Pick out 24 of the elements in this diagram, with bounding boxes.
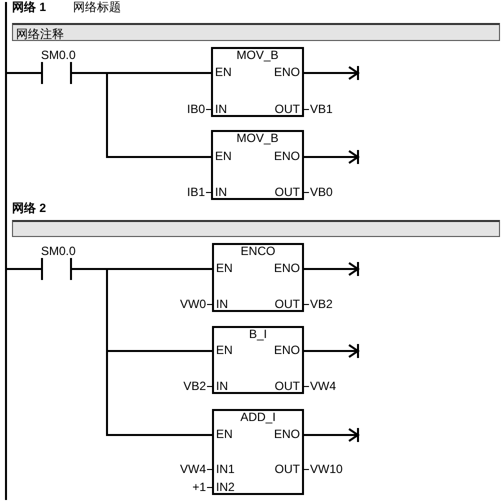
rung-line	[72, 72, 211, 158]
rung-line	[7, 268, 41, 270]
comment-bar: 网络注释	[12, 23, 500, 41]
network-title: 网络 2	[12, 202, 46, 215]
operand-label: IB1	[186, 186, 211, 199]
function-block: ENCO EN ENO IN OUT	[212, 243, 304, 312]
operand-label: VW4	[304, 380, 336, 393]
operand-label: IB0	[186, 103, 211, 116]
function-block: MOV_B EN ENO IN OUT	[211, 47, 304, 117]
operand-label: +1	[192, 481, 212, 494]
operand-label: VB1	[304, 103, 333, 116]
operand-label: VW0	[180, 298, 212, 311]
rung-line	[72, 268, 212, 436]
operand-label: VW10	[304, 463, 343, 476]
rung-line	[7, 72, 41, 74]
operand-label: VB2	[183, 380, 212, 393]
function-block: MOV_B EN ENO IN OUT	[211, 130, 304, 200]
function-block: ADD_I EN ENO IN1 IN2 OUT	[212, 409, 304, 495]
comment-bar	[12, 220, 500, 237]
function-block: B_I EN ENO IN OUT	[212, 326, 304, 394]
operand-label: VW4	[180, 463, 212, 476]
operand-label: VB0	[304, 186, 333, 199]
network-title: 网络 1	[12, 1, 46, 14]
operand-label: VB2	[304, 298, 333, 311]
